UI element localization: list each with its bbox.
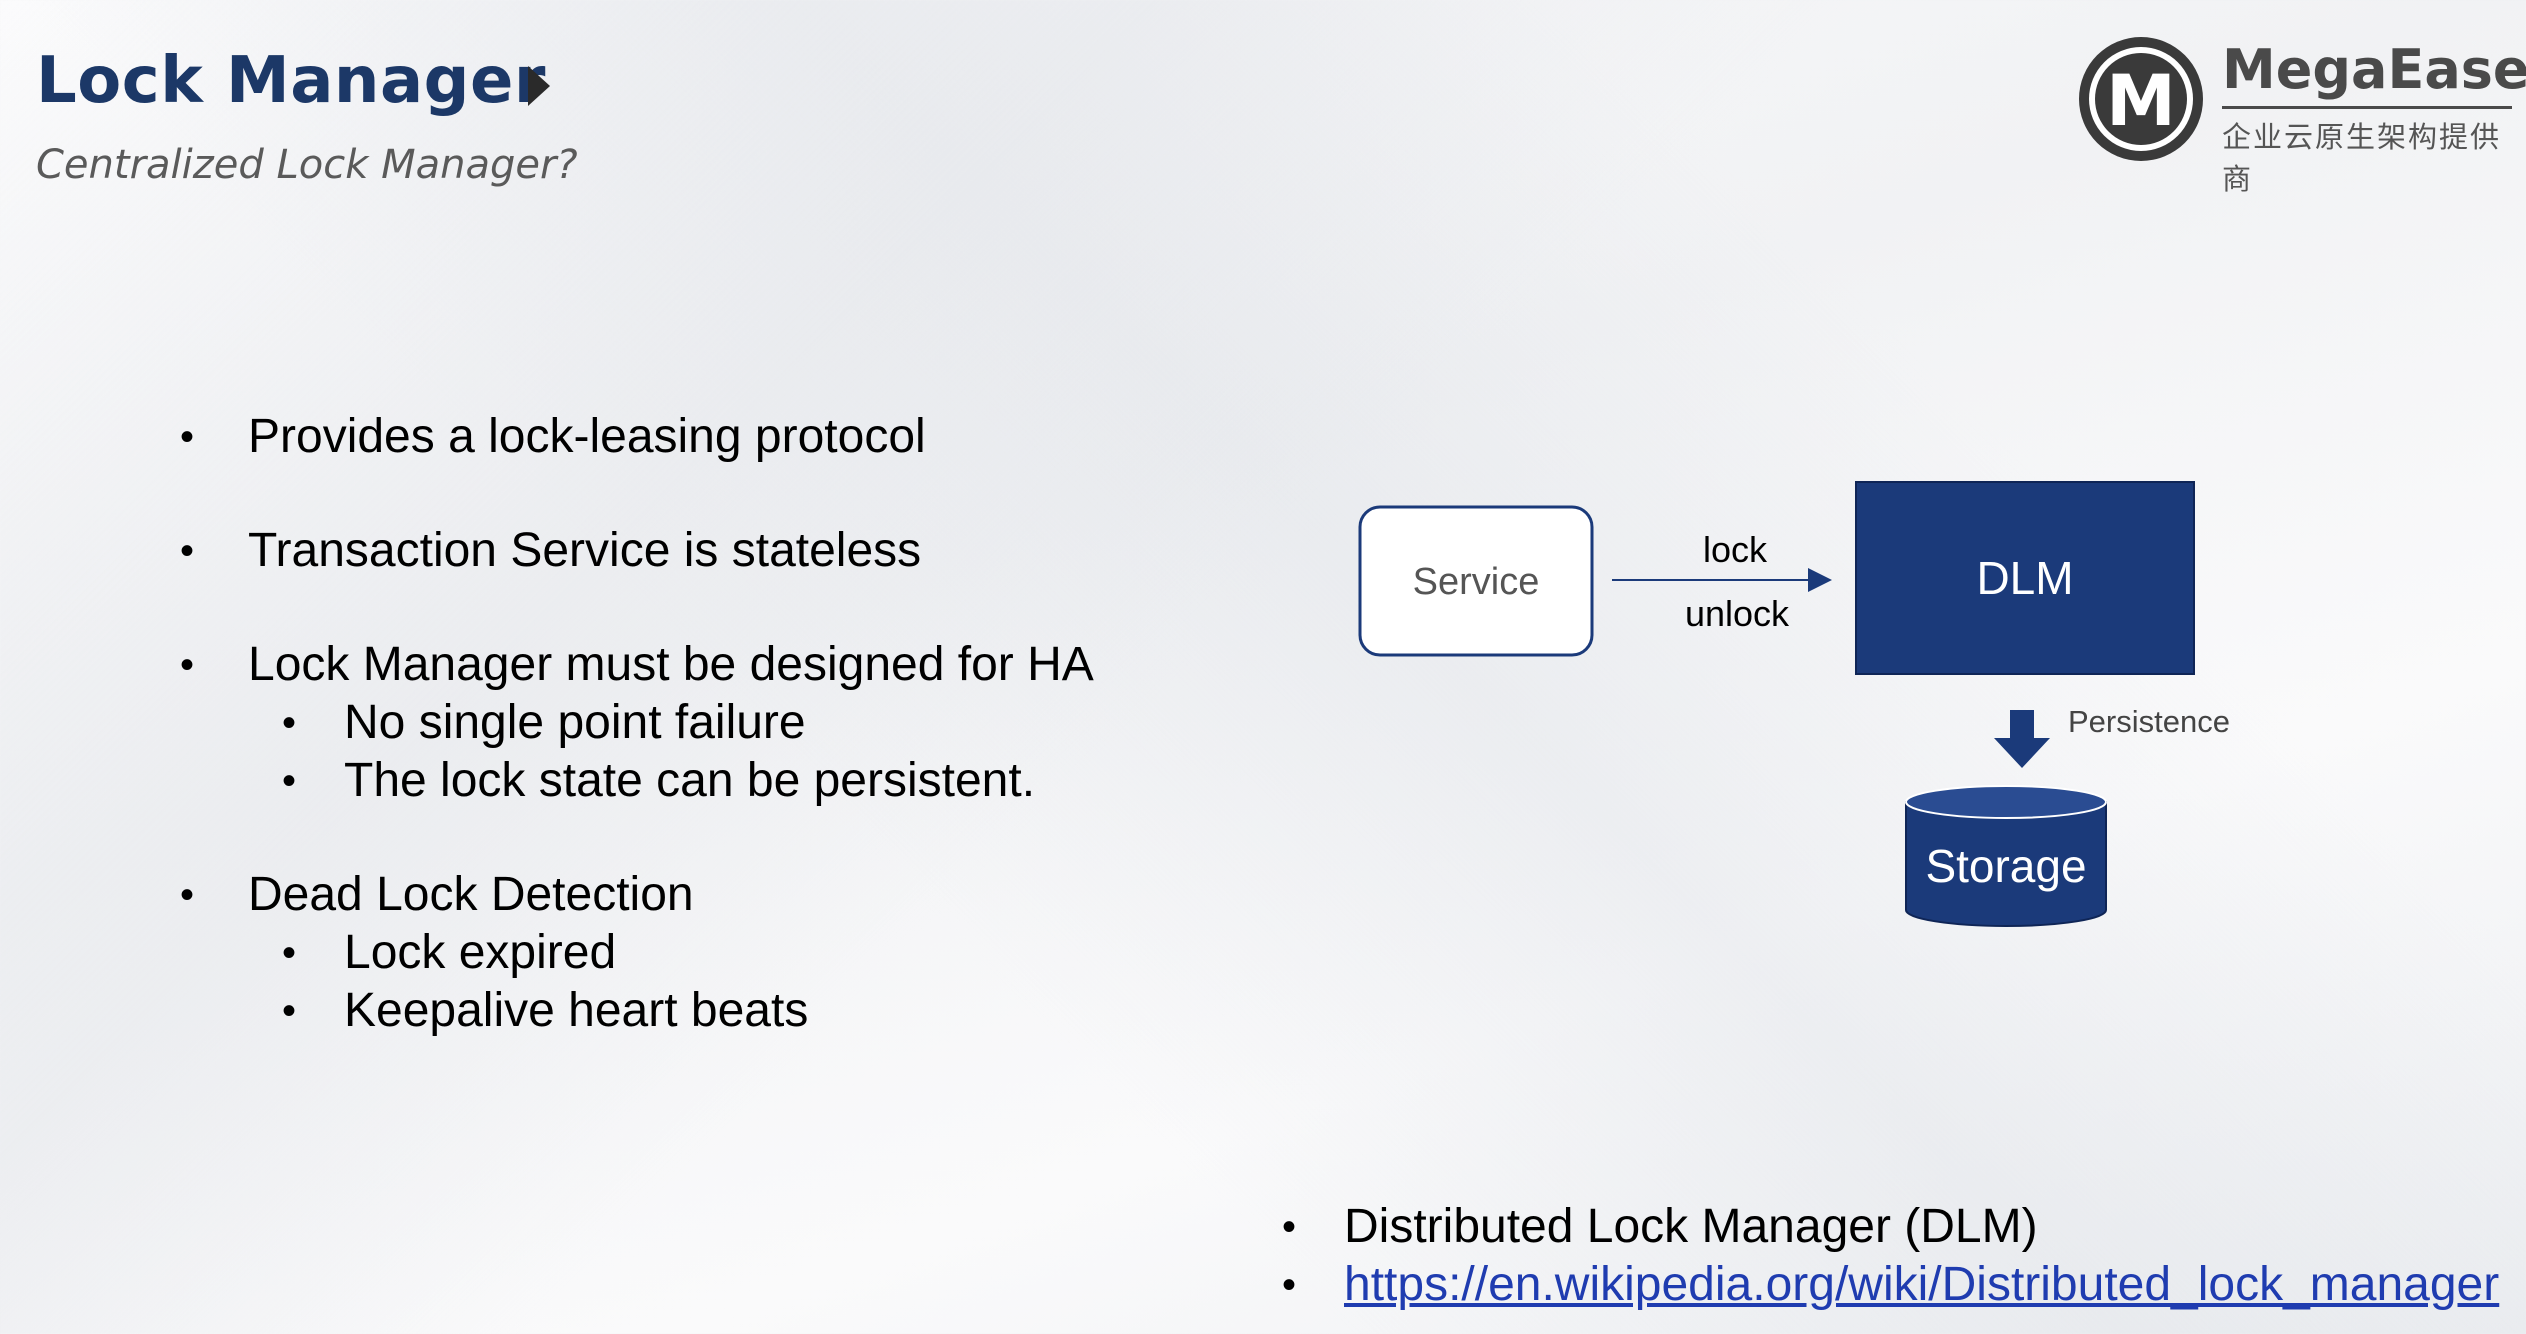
sub-bullet-item: The lock state can be persistent. [282, 752, 1094, 810]
wikipedia-link[interactable]: https://en.wikipedia.org/wiki/Distribute… [1344, 1258, 2500, 1311]
page-subtitle: Centralized Lock Manager? [36, 142, 578, 188]
sub-bullet-list: No single point failure The lock state c… [186, 694, 1094, 810]
logo-letter: M [2106, 60, 2176, 142]
sub-bullet-list: Lock expired Keepalive heart beats [186, 924, 1094, 1040]
bullet-text: Dead Lock Detection [248, 868, 694, 921]
bullet-text: Lock Manager must be designed for HA [248, 638, 1094, 691]
persistence-label: Persistence [2068, 704, 2230, 739]
page-title: Lock Manager [36, 44, 546, 118]
bullet-item: Provides a lock-leasing protocol [180, 408, 1094, 466]
service-label: Service [1413, 561, 1540, 603]
sub-bullet-item: No single point failure [282, 694, 1094, 752]
dlm-box [1855, 481, 2195, 675]
reference-list: Distributed Lock Manager (DLM) https://e… [1282, 1198, 2499, 1314]
bullet-text: Provides a lock-leasing protocol [248, 410, 926, 463]
dlm-label: DLM [1976, 552, 2073, 604]
storage-cylinder-top [1905, 785, 2107, 819]
reference-item: https://en.wikipedia.org/wiki/Distribute… [1282, 1256, 2499, 1314]
logo-underline [2222, 106, 2512, 109]
play-triangle-icon [528, 66, 550, 106]
sub-bullet-item: Keepalive heart beats [282, 982, 1094, 1040]
persistence-arrow-icon [1994, 710, 2050, 768]
bullet-text: Transaction Service is stateless [248, 524, 922, 577]
logo-name: MegaEase [2222, 38, 2526, 101]
reference-text: Distributed Lock Manager (DLM) [1344, 1200, 2038, 1253]
main-bullet-list: Provides a lock-leasing protocol Transac… [180, 408, 1094, 1040]
lock-label: lock [1703, 529, 1768, 570]
bullet-item: Transaction Service is stateless [180, 522, 1094, 580]
bullet-item: Lock Manager must be designed for HA No … [180, 636, 1094, 810]
megaease-logo-icon: M [2079, 37, 2203, 161]
sub-bullet-item: Lock expired [282, 924, 1094, 982]
megaease-logo: M MegaEase 企业云原生架构提供商 [2076, 34, 2526, 196]
bullet-item: Dead Lock Detection Lock expired Keepali… [180, 866, 1094, 1040]
storage-label: Storage [1925, 840, 2086, 892]
storage-cylinder [1905, 801, 2107, 927]
unlock-label: unlock [1685, 593, 1790, 634]
dlm-diagram: Service lock unlock DLM Persistence Stor… [1358, 481, 2230, 927]
service-box [1358, 505, 1594, 657]
logo-tagline: 企业云原生架构提供商 [2222, 122, 2502, 196]
reference-item: Distributed Lock Manager (DLM) [1282, 1198, 2499, 1256]
